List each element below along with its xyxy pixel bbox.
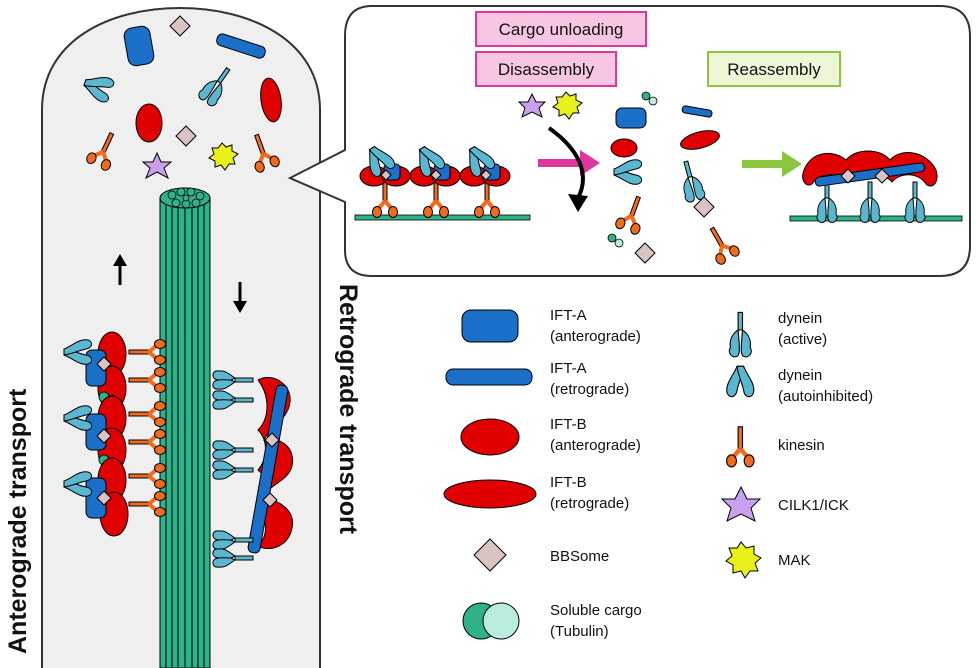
legend-iftb-retrograde: IFT-B (retrograde) [443,474,629,512]
legend-dynein-autoinhibited: dynein (autoinhibited) [726,365,873,405]
legend-iftb-anterograde: IFT-B (anterograde) [460,416,641,456]
cargo-release-arrow [547,126,588,212]
svg-text:(Tubulin): (Tubulin) [550,623,609,640]
svg-text:kinesin: kinesin [778,437,825,454]
legend-kinesin: kinesin [727,427,825,467]
tip-components [80,15,283,180]
axoneme [159,187,211,668]
disassembly-arrow [538,150,600,176]
retrograde-label: Retrograde transport [334,284,362,535]
svg-text:(active): (active) [778,331,827,348]
legend-ifta-retrograde: IFT-A (retrograde) [445,360,629,398]
svg-text:(retrograde): (retrograde) [550,381,629,398]
svg-text:CILK1/ICK: CILK1/ICK [778,497,849,514]
reassembly-box [707,51,841,87]
svg-text:BBSome: BBSome [550,548,609,565]
legend-soluble-cargo: Soluble cargo (Tubulin) [462,602,642,640]
reassembly-label: Reassembly [727,60,821,79]
svg-text:IFT-A: IFT-A [550,307,587,324]
retrograde-train [212,370,294,568]
reassembled-train [789,150,963,223]
svg-text:IFT-A: IFT-A [550,360,587,377]
cilk1-small [517,92,547,118]
anterograde-arrow [113,254,127,285]
legend-mak: MAK [725,541,811,579]
legend: IFT-A (anterograde) IFT-A (retrograde) I… [443,307,873,640]
svg-text:MAK: MAK [778,552,811,569]
svg-text:dynein: dynein [778,367,822,384]
legend-bbsome: BBSome [473,538,609,572]
disassembly-label: Disassembly [498,60,595,79]
retrograde-arrow [233,282,247,313]
cargo-unloading-box [475,11,647,47]
svg-text:(retrograde): (retrograde) [550,495,629,512]
legend-cilk1: CILK1/ICK [720,485,849,522]
legend-ifta-anterograde: IFT-A (anterograde) [461,307,641,345]
legend-dynein-active: dynein (active) [728,310,827,358]
disassembly-box [475,51,617,87]
disassembled-parts [607,91,744,269]
arriving-trains [354,141,531,221]
svg-text:IFT-B: IFT-B [550,416,587,433]
svg-text:dynein: dynein [778,310,822,327]
reassembly-arrow [742,151,802,177]
svg-text:Soluble cargo: Soluble cargo [550,602,642,619]
cargo-unloading-label: Cargo unloading [499,20,624,39]
anterograde-label: Anterograde transport [4,388,32,654]
anterograde-train [63,331,168,537]
svg-text:(autoinhibited): (autoinhibited) [778,388,873,405]
svg-text:(anterograde): (anterograde) [550,328,641,345]
mak-small [552,91,583,120]
svg-text:IFT-B: IFT-B [550,474,587,491]
svg-text:(anterograde): (anterograde) [550,437,641,454]
